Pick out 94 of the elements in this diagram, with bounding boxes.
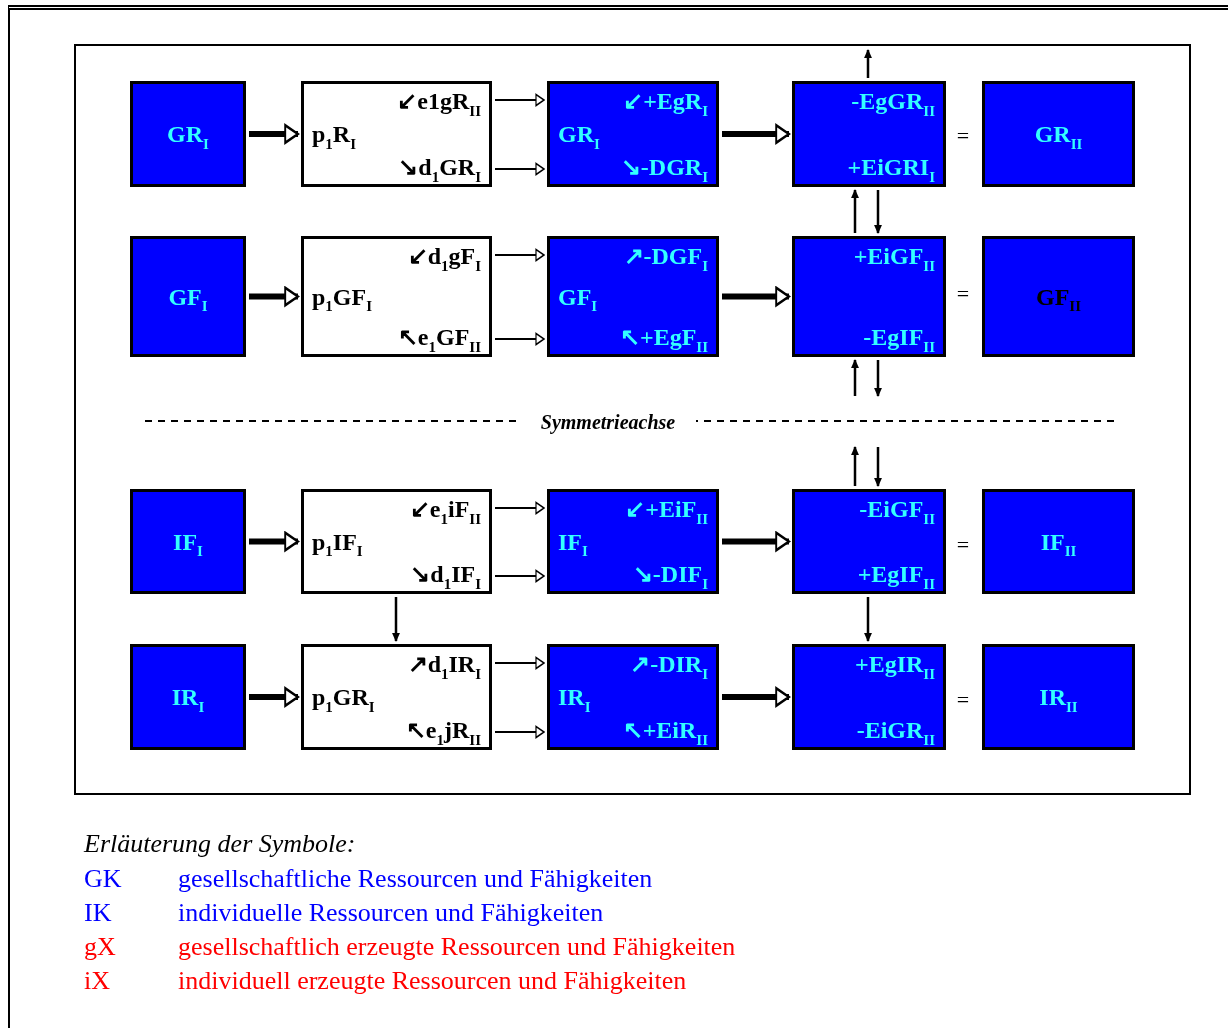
- arrow: [494, 334, 545, 344]
- formula-text: ↗-DIR$_{I}$: [630, 650, 708, 679]
- resource-box: [547, 644, 719, 750]
- formula-box: [301, 81, 492, 187]
- formula-box: [301, 489, 492, 594]
- formula-text: IF$_{I}$: [558, 527, 588, 557]
- formula-text: GF$_{I}$: [168, 282, 208, 312]
- resource-box: [130, 81, 246, 187]
- formula-box: [301, 236, 492, 357]
- formula-text: GR$_{I}$: [167, 120, 209, 149]
- formula-text: ↘-DIF$_{I}$: [632, 560, 708, 589]
- arrow: [851, 446, 859, 486]
- formula-text: ↘d$_{1}$GR$_{I}$: [398, 153, 481, 182]
- arrow: [494, 164, 545, 174]
- resource-box: [547, 489, 719, 594]
- formula-text: ↘d$_{1}$IF$_{I}$: [410, 560, 481, 589]
- formula-text: IR$_{II}$: [1039, 683, 1078, 712]
- arrow: [494, 658, 545, 668]
- formula-text: ↖+EiR$_{II}$: [622, 716, 708, 745]
- legend-description: gesellschaftliche Ressourcen und Fähigkeiten: [178, 864, 654, 894]
- arrow: [392, 597, 400, 642]
- resource-box: [130, 236, 246, 357]
- legend-description: individuelle Ressourcen und Fähigkeiten: [178, 898, 605, 928]
- arrow: [851, 189, 859, 233]
- formula-text: IF$_{II}$: [1040, 527, 1077, 557]
- resource-box: [792, 644, 946, 750]
- arrow: [494, 503, 545, 513]
- arrow: [722, 689, 790, 705]
- equals-sign: =: [955, 686, 971, 714]
- resource-box: [792, 489, 946, 594]
- legend-heading: Erläuterung der Symbole:: [84, 829, 357, 859]
- formula-text: ↖e$_{1}$GF$_{II}$: [397, 323, 481, 352]
- arrow: [864, 49, 872, 78]
- resource-box: [130, 489, 246, 594]
- formula-text: p$_{1}$GR$_{I}$: [312, 683, 375, 712]
- resource-box: [982, 81, 1135, 187]
- arrow: [864, 597, 872, 642]
- formula-text: GF$_{I}$: [558, 282, 598, 312]
- equals-sign: =: [955, 122, 971, 150]
- formula-text: p$_{1}$IF$_{I}$: [312, 527, 363, 557]
- legend-description: gesellschaftlich erzeugte Ressourcen und Fähigkeiten: [178, 932, 737, 962]
- resource-box: [982, 644, 1135, 750]
- legend-symbol: GK: [84, 864, 123, 894]
- formula-text: +EiGF$_{II}$: [853, 242, 935, 271]
- formula-text: GR$_{I}$: [558, 120, 600, 149]
- legend-symbol: iX: [84, 966, 111, 996]
- formula-text: -EgGR$_{II}$: [851, 87, 935, 116]
- arrow: [874, 360, 882, 397]
- arrow: [494, 95, 545, 105]
- formula-text: +EiGRI$_{I}$: [847, 153, 935, 182]
- arrow: [494, 727, 545, 737]
- formula-text: +EgIF$_{II}$: [857, 560, 935, 589]
- arrow: [249, 126, 299, 142]
- formula-text: IF$_{I}$: [173, 527, 203, 557]
- formula-text: GR$_{II}$: [1034, 120, 1083, 149]
- legend-symbol: IK: [84, 898, 113, 928]
- resource-box: [547, 81, 719, 187]
- formula-text: IR$_{I}$: [558, 683, 591, 712]
- formula-text: -EgIF$_{II}$: [863, 323, 935, 352]
- formula-box: [301, 644, 492, 750]
- formula-text: p$_{1}$R$_{I}$: [312, 120, 357, 149]
- formula-text: ↗-DGF$_{I}$: [623, 242, 708, 271]
- formula-text: ↖e$_{1}$jR$_{II}$: [405, 716, 481, 745]
- formula-text: -EiGR$_{II}$: [856, 716, 935, 745]
- arrow: [722, 126, 790, 142]
- resource-box: [792, 236, 946, 357]
- arrow: [494, 250, 545, 260]
- arrow: [851, 359, 859, 396]
- resource-box: [130, 644, 246, 750]
- formula-text: ↙+EgR$_{I}$: [623, 87, 708, 116]
- formula-text: ↘-DGR$_{I}$: [620, 153, 708, 182]
- resource-box: [792, 81, 946, 187]
- formula-text: ↙e$_{1}$iF$_{II}$: [409, 495, 481, 524]
- formula-text: p$_{1}$GF$_{I}$: [312, 282, 373, 312]
- arrow: [874, 190, 882, 234]
- resource-box: [547, 236, 719, 357]
- formula-text: -EiGF$_{II}$: [859, 495, 935, 524]
- resource-box: [982, 236, 1135, 357]
- legend-symbol: gX: [84, 932, 117, 962]
- arrow: [874, 447, 882, 487]
- formula-text: GF$_{II}$: [1036, 282, 1081, 312]
- formula-text: IR$_{I}$: [171, 683, 205, 712]
- legend-description: individuell erzeugte Ressourcen und Fähigkeiten: [178, 966, 688, 996]
- formula-text: ↙d$_{1}$gF$_{I}$: [407, 242, 481, 271]
- formula-text: ↙e1gR$_{II}$: [397, 87, 481, 116]
- equals-sign: =: [955, 280, 971, 308]
- formula-text: ↖+EgF$_{II}$: [619, 323, 708, 352]
- formula-text: ↗d$_{1}$IR$_{I}$: [407, 650, 481, 679]
- formula-text: ↙+EiF$_{II}$: [625, 495, 708, 524]
- arrow: [494, 571, 545, 581]
- resource-box: [982, 489, 1135, 594]
- arrow: [249, 689, 299, 705]
- equals-sign: =: [955, 531, 971, 559]
- formula-text: +EgIR$_{II}$: [854, 650, 935, 679]
